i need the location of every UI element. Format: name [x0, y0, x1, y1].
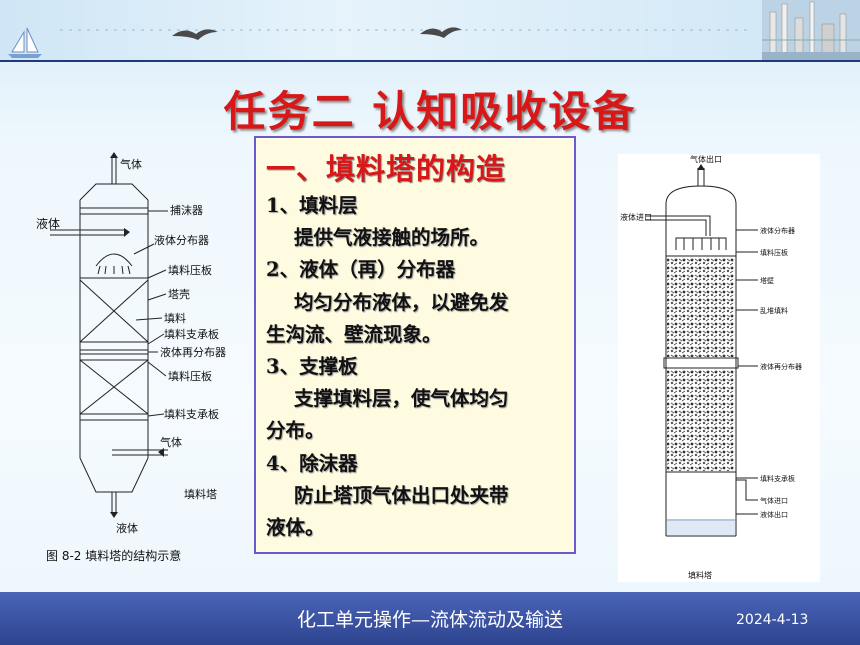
seagull-icon: [172, 29, 218, 40]
label-liquid-out: 液体: [116, 521, 138, 535]
label-distributor-right: 液体分布器: [760, 226, 795, 235]
item-4-desc: 防止塔顶气体出口处夹带: [294, 483, 509, 507]
packed-tower-schematic: 气体 液体 捕沫器 液体分布器 填料压板 塔壳 填料 填料支承板 液体再分布器 …: [36, 152, 226, 563]
footer-title: 化工单元操作—流体流动及输送: [296, 609, 563, 631]
packed-tower-diagram-right: 气体出口 液体进口 液体分布器 填料压板 塔壁 乱堆填料 液体再分布器 填料支承…: [618, 154, 820, 582]
item-4-desc-cont: 液体。: [266, 516, 325, 540]
label-liquid-out-right: 液体出口: [760, 510, 788, 519]
label-distributor: 液体分布器: [154, 233, 209, 247]
label-press-plate-2: 填料压板: [168, 369, 212, 383]
label-shell: 塔壳: [168, 287, 190, 301]
item-3-title: 3、支撑板: [266, 355, 358, 379]
footer-date: 2024-4-13: [736, 612, 809, 628]
header-banner: [0, 0, 860, 62]
item-3-desc: 支撑填料层，使气体均匀: [294, 387, 509, 411]
item-4-title: 4、除沫器: [266, 451, 358, 475]
sailboat-icon: [8, 27, 42, 58]
label-gas-top: 气体: [120, 157, 142, 171]
content-textbox: 一、填料塔的构造 1、填料层 提供气液接触的场所。 2、液体（再）分布器 均匀分…: [254, 136, 576, 554]
footer-bar: [0, 592, 860, 645]
label-redistributor: 液体再分布器: [160, 345, 226, 359]
header-decoration: [8, 0, 860, 61]
packed-tower-diagram-left: 气体 液体 捕沫器 液体分布器 填料压板 塔壳 填料 填料支承板 液体再分布器 …: [36, 150, 248, 570]
label-support-2: 填料支承板: [164, 407, 219, 421]
factory-image: [762, 0, 860, 61]
section-heading: 一、填料塔的构造: [266, 152, 507, 186]
label-packing: 填料: [164, 311, 186, 325]
slide-title: 任务二 认知吸收设备: [223, 87, 637, 136]
item-1-desc: 提供气液接触的场所。: [294, 226, 490, 250]
label-support-right: 填料支承板: [760, 474, 795, 483]
label-press-plate-1: 填料压板: [168, 263, 212, 277]
label-gas-out: 气体出口: [690, 154, 722, 164]
item-2-desc-cont: 生沟流、壁流现象。: [266, 322, 442, 346]
packed-tower-cutaway: 气体出口 液体进口 液体分布器 填料压板 塔壁 乱堆填料 液体再分布器 填料支承…: [620, 154, 802, 580]
label-wall: 塔壁: [760, 276, 774, 285]
label-press-plate-right: 填料压板: [760, 248, 788, 257]
item-1-title: 1、填料层: [266, 194, 358, 217]
packing-bed-upper: [667, 257, 735, 357]
figure-right-caption: 填料塔: [688, 570, 712, 580]
liquid-pool: [667, 521, 735, 535]
label-liquid-in: 液体: [36, 216, 60, 231]
seagull-icon: [420, 27, 462, 38]
label-random-packing: 乱堆填料: [760, 306, 788, 315]
figure-left-caption: 图 8-2 填料塔的结构示意: [46, 548, 181, 563]
label-liquid-in-right: 液体进口: [620, 212, 652, 222]
label-gas-in: 气体: [160, 435, 182, 449]
label-demister: 捕沫器: [170, 203, 203, 217]
header-divider: [0, 60, 860, 62]
packing-bed-lower: [667, 369, 735, 471]
item-2-desc: 均匀分布液体，以避免发: [294, 290, 509, 314]
label-gas-in-right: 气体进口: [760, 496, 788, 505]
item-2-title: 2、液体（再）分布器: [266, 258, 456, 282]
section-body: 1、填料层 提供气液接触的场所。 2、液体（再）分布器 均匀分布液体，以避免发 …: [266, 190, 566, 544]
label-tower-name: 填料塔: [184, 487, 217, 501]
label-support-1: 填料支承板: [164, 327, 219, 341]
label-redistributor-right: 液体再分布器: [760, 362, 802, 371]
item-3-desc-cont: 分布。: [266, 419, 325, 443]
